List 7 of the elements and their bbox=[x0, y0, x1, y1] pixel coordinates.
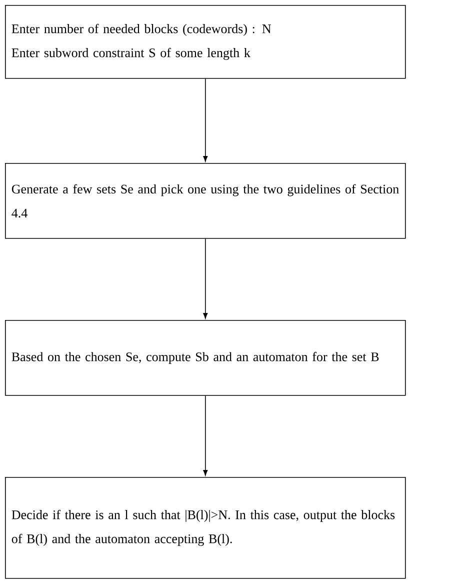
arrow bbox=[203, 78, 208, 162]
arrow bbox=[203, 238, 208, 319]
process-box: Based on the chosen Se, compute Sb and an automaton for the set B bbox=[5, 320, 406, 396]
arrow bbox=[203, 395, 208, 476]
process-box: Enter number of needed blocks (codewords) : N Enter subword constraint S of some length k bbox=[5, 5, 406, 79]
process-box: Generate a few sets Se and pick one using the two guidelines of Section 4.4 bbox=[5, 163, 406, 239]
process-box: Decide if there is an l such that |B(l)|>N. In this case, output the blocks of B(l) and the automaton accepting B(l). bbox=[5, 477, 406, 579]
